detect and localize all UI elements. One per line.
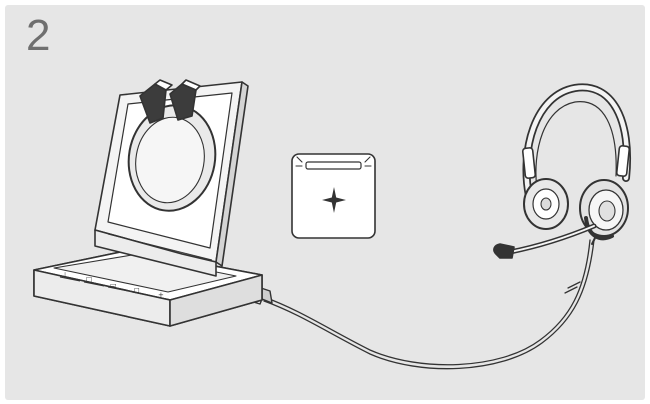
led-indicator-icon bbox=[292, 154, 375, 238]
svg-text:+: + bbox=[158, 291, 164, 299]
svg-text:⊥: ⊥ bbox=[62, 271, 68, 279]
base-station-icon: ⊥ ☐ ▭ ◻ + bbox=[34, 80, 262, 326]
headset-icon bbox=[494, 87, 630, 258]
svg-text:▭: ▭ bbox=[110, 281, 117, 289]
usb-cable-icon bbox=[264, 240, 594, 369]
svg-text:◻: ◻ bbox=[134, 286, 140, 294]
svg-text:☐: ☐ bbox=[86, 276, 92, 284]
